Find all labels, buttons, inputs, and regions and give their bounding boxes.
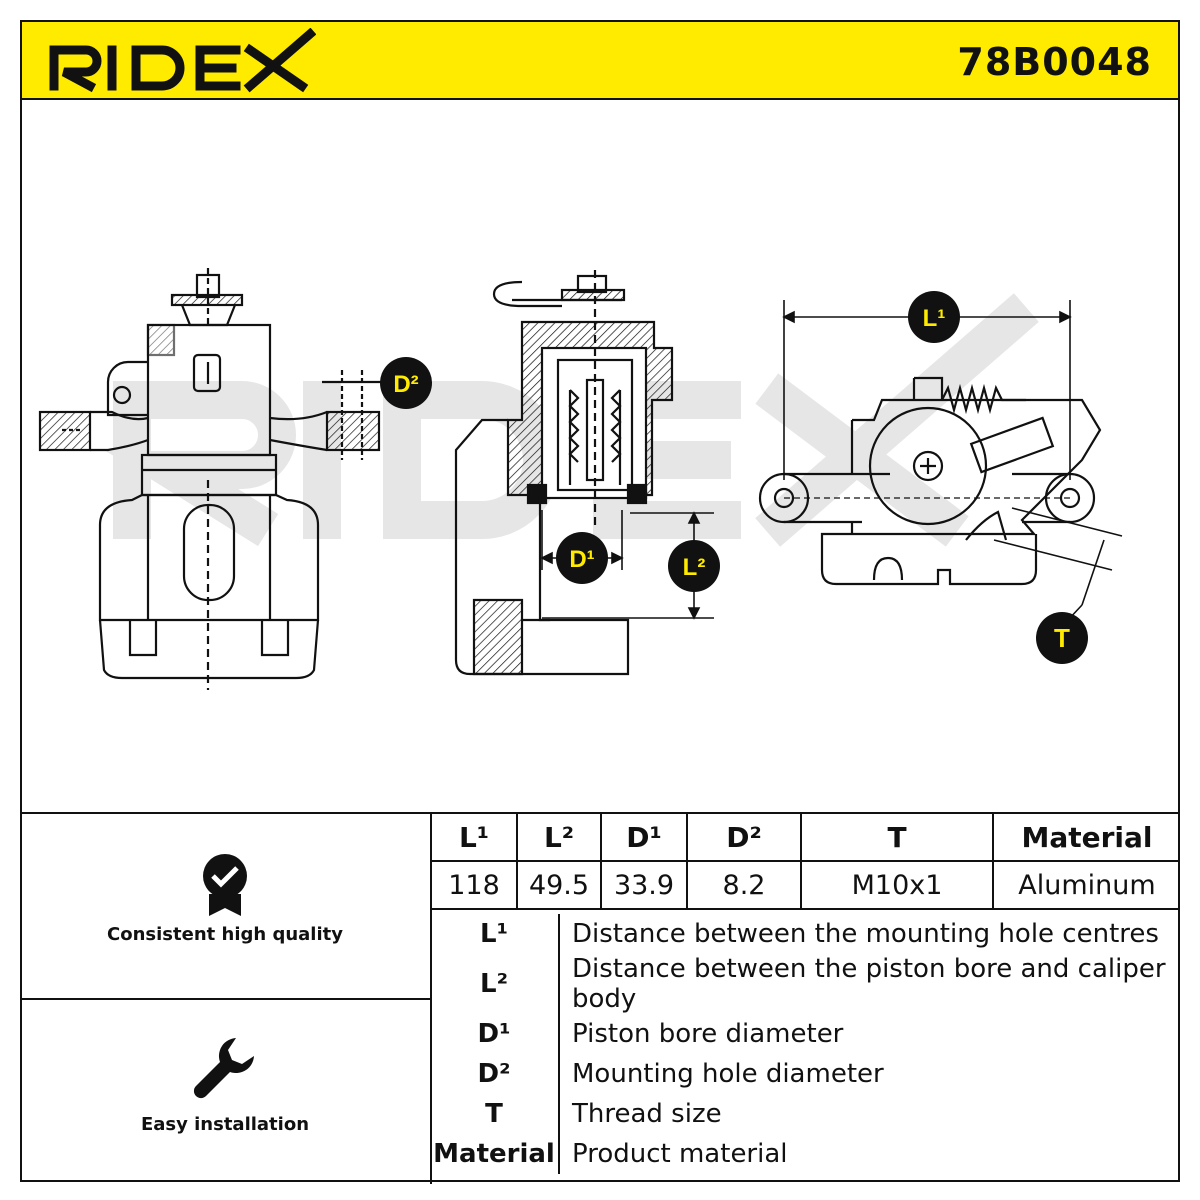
feature-label: Consistent high quality	[107, 924, 343, 945]
feature-installation: Easy installation	[20, 1034, 430, 1135]
legend-description: Thread size	[572, 1099, 722, 1129]
legend-row: D² Mounting hole diameter	[430, 1054, 1180, 1094]
feature-label: Easy installation	[140, 1114, 310, 1135]
technical-drawing: D²	[22, 100, 1178, 812]
spec-header: D¹	[600, 814, 688, 862]
legend-row: T Thread size	[430, 1094, 1180, 1134]
spec-header: T	[800, 814, 994, 862]
wrench-icon	[190, 1038, 260, 1108]
spec-header: Material	[992, 814, 1180, 862]
legend-symbol: T	[430, 1094, 560, 1134]
badge-d2: D²	[380, 357, 432, 409]
badge-l1: L¹	[908, 291, 960, 343]
legend-description: Piston bore diameter	[572, 1019, 844, 1049]
info-section: Consistent high quality Easy installatio…	[20, 812, 1180, 1184]
legend-table: L¹ Distance between the mounting hole ce…	[430, 914, 1180, 1174]
spec-header: D²	[686, 814, 802, 862]
spec-value: 33.9	[600, 860, 688, 910]
part-number: 78B0048	[957, 40, 1152, 84]
spec-header: L²	[516, 814, 602, 862]
legend-description: Distance between the piston bore and cal…	[572, 954, 1166, 1014]
legend-symbol: L²	[430, 954, 560, 1014]
svg-text:L²: L²	[683, 554, 706, 581]
feature-quality: Consistent high quality	[20, 850, 430, 945]
legend-description: Product material	[572, 1139, 788, 1169]
legend-row: L¹ Distance between the mounting hole ce…	[430, 914, 1180, 954]
spec-value: 8.2	[686, 860, 802, 910]
svg-text:L¹: L¹	[923, 305, 946, 332]
badge-l2: L²	[668, 540, 720, 592]
legend-row: D¹ Piston bore diameter	[430, 1014, 1180, 1054]
dimension-d1	[540, 510, 624, 570]
svg-text:D¹: D¹	[569, 546, 594, 573]
svg-text:T: T	[1054, 623, 1070, 653]
header-band: 78B0048	[20, 20, 1180, 100]
badge-t: T	[1036, 612, 1088, 664]
svg-text:D²: D²	[393, 371, 418, 398]
caliper-front-view	[38, 268, 382, 690]
spec-value: 49.5	[516, 860, 602, 910]
dimension-t	[993, 507, 1123, 621]
badge-d1: D¹	[556, 532, 608, 584]
spec-value: 118	[430, 860, 518, 910]
spec-value: M10x1	[800, 860, 994, 910]
legend-description: Mounting hole diameter	[572, 1059, 884, 1089]
quality-badge-icon	[197, 854, 253, 924]
legend-symbol: D¹	[430, 1014, 560, 1054]
legend-row: L² Distance between the piston bore and …	[430, 954, 1180, 1014]
legend-description: Distance between the mounting hole centr…	[572, 919, 1159, 949]
spec-value: Aluminum	[992, 860, 1180, 910]
legend-symbol: Material	[430, 1134, 560, 1174]
caliper-rear-view	[758, 376, 1102, 586]
brand-logo	[46, 27, 317, 98]
legend-symbol: D²	[430, 1054, 560, 1094]
specs-table: L¹ L² D¹ D² T Material 118 49.5 33.9 8.2…	[430, 814, 1180, 910]
spec-header: L¹	[430, 814, 518, 862]
caliper-section-view	[454, 270, 674, 676]
legend-symbol: L¹	[430, 914, 560, 954]
legend-row: Material Product material	[430, 1134, 1180, 1174]
